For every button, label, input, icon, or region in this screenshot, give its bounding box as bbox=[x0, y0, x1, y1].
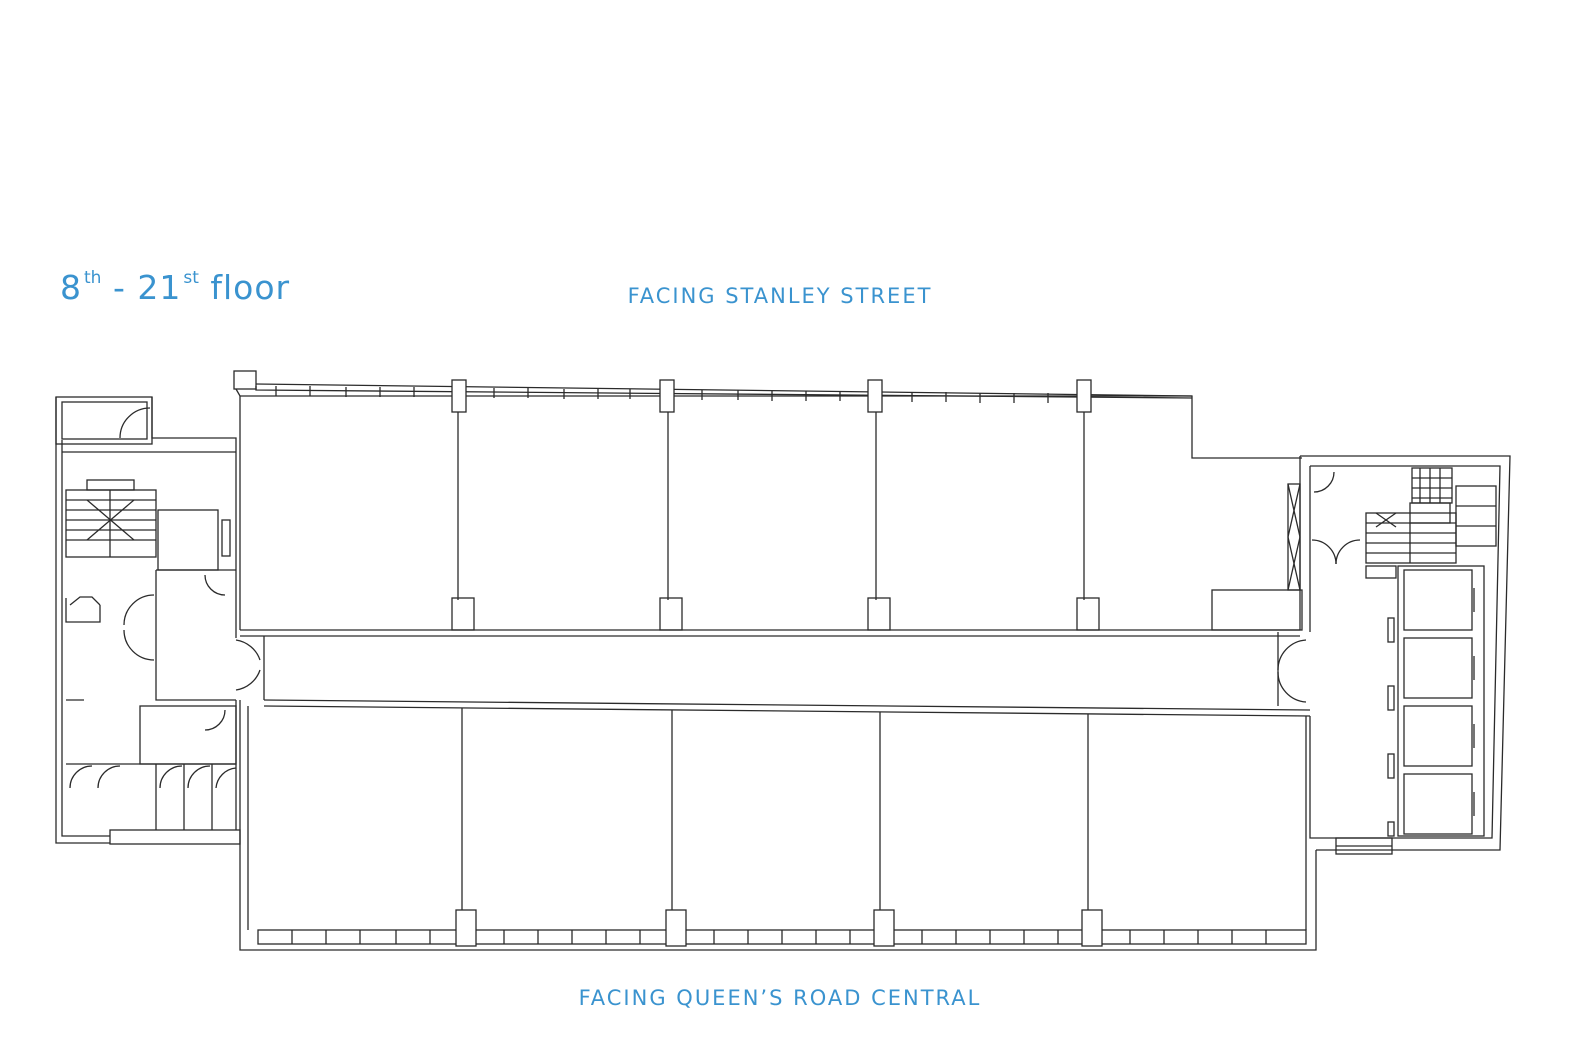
south-wing bbox=[239, 700, 1317, 951]
east-lifts bbox=[1387, 565, 1485, 837]
floor-start: 8 bbox=[60, 268, 82, 307]
street-label-queens-road: FACING QUEEN’S ROAD CENTRAL bbox=[578, 986, 982, 1010]
east-core bbox=[1287, 455, 1511, 855]
east-stair bbox=[1365, 467, 1497, 579]
corridor bbox=[263, 632, 1311, 717]
floor-start-suffix: th bbox=[84, 268, 102, 288]
floor-end: 21 bbox=[137, 268, 182, 307]
floor-word: floor bbox=[198, 268, 291, 307]
north-wing bbox=[233, 370, 1302, 637]
floor-end-suffix: st bbox=[183, 268, 199, 288]
west-stair bbox=[65, 479, 231, 571]
north-partitions bbox=[275, 379, 1303, 631]
street-label-stanley: FACING STANLEY STREET bbox=[627, 284, 933, 308]
west-lobby bbox=[65, 569, 261, 830]
floor-separator: - bbox=[101, 268, 138, 307]
